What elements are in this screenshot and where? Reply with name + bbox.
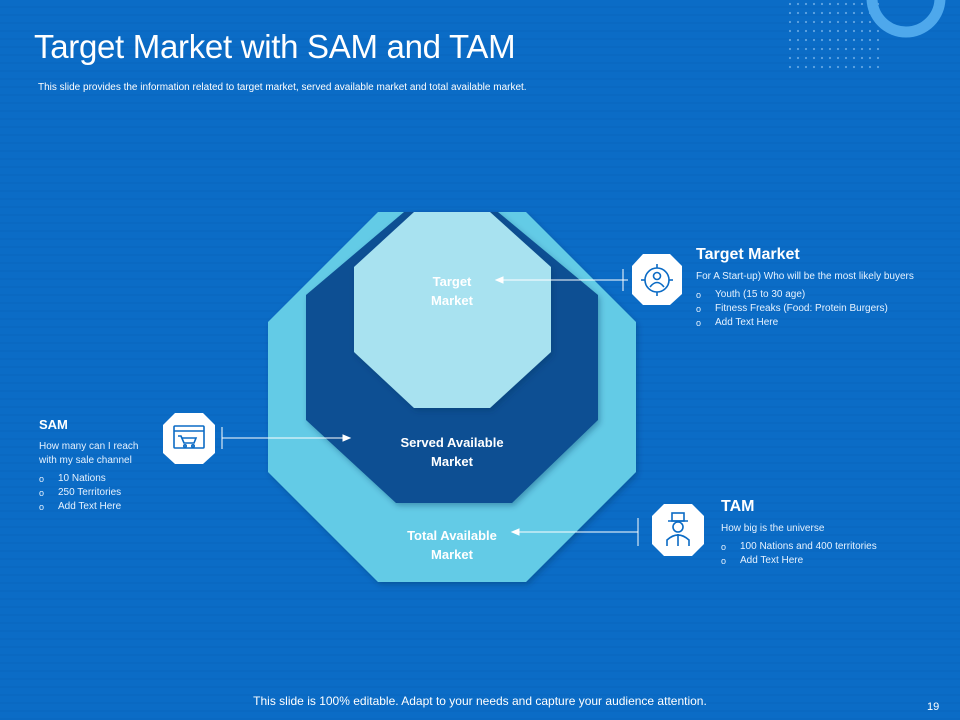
page-number: 19 [927, 701, 940, 713]
list-item: Fitness Freaks (Food: Protein Burgers) [696, 302, 946, 316]
list-item: 10 Nations [39, 472, 154, 486]
target-market-description: For A Start-up) Who will be the most lik… [696, 271, 914, 282]
list-item: Add Text Here [39, 500, 154, 514]
decorative-dots-ring [788, 0, 946, 69]
tam-arrowhead [510, 528, 520, 536]
target-market-heading: Target Market [696, 246, 800, 263]
list-item: 250 Territories [39, 486, 154, 500]
target-user-icon [641, 264, 673, 296]
total-available-market-label: Total Available Market [407, 528, 497, 562]
tam-heading: TAM [721, 498, 755, 515]
sam-list: 10 Nations 250 Territories Add Text Here [39, 472, 154, 514]
sam-panel: SAM How many can I reach with my sale ch… [39, 417, 154, 514]
served-available-market-label: Served Available Market [400, 435, 504, 469]
footer-note: This slide is 100% editable. Adapt to yo… [253, 694, 707, 708]
tam-icon-badge [652, 504, 704, 556]
target-market-panel: Target Market For A Start-up) Who will b… [696, 246, 946, 330]
page-subtitle: This slide provides the information rela… [38, 82, 527, 93]
list-item: Add Text Here [721, 554, 941, 568]
target-arrowhead [494, 276, 504, 284]
list-item: Add Text Here [696, 316, 946, 330]
tam-description: How big is the universe [721, 523, 825, 534]
person-top-hat-icon [666, 512, 690, 546]
page-title: Target Market with SAM and TAM [34, 28, 516, 65]
target-market-label: Target Market [431, 274, 473, 308]
tam-list: 100 Nations and 400 territories Add Text… [721, 540, 941, 568]
target-market-list: Youth (15 to 30 age) Fitness Freaks (Foo… [696, 288, 946, 330]
list-item: Youth (15 to 30 age) [696, 288, 946, 302]
sam-heading: SAM [39, 417, 68, 432]
sam-icon-badge [163, 413, 215, 464]
tam-panel: TAM How big is the universe 100 Nations … [721, 498, 941, 568]
sam-description: How many can I reach with my sale channe… [39, 441, 139, 466]
shopping-cart-browser-icon [173, 425, 205, 449]
target-octagon [354, 212, 551, 408]
sam-arrowhead [342, 434, 352, 442]
list-item: 100 Nations and 400 territories [721, 540, 941, 554]
target-icon-badge [632, 254, 682, 305]
